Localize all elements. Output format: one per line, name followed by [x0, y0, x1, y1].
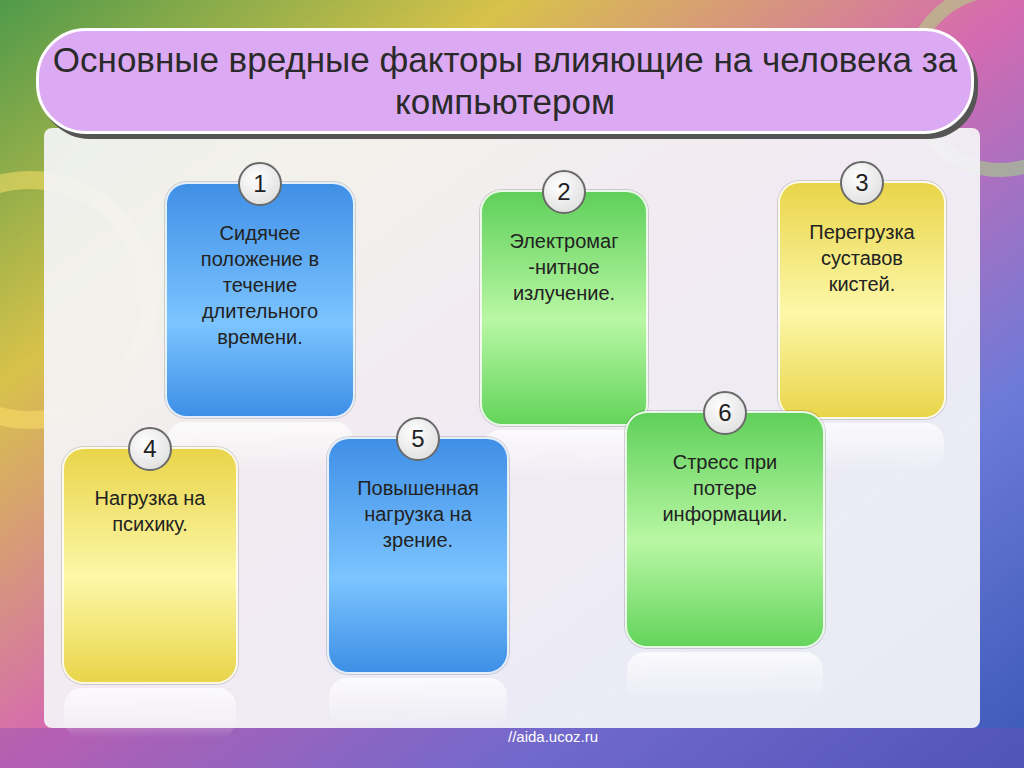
box-reflection — [329, 678, 507, 728]
callout-number: 3 — [840, 161, 884, 205]
callout-number: 2 — [542, 170, 586, 214]
factor-box: 6Стресс при потере информации. — [625, 411, 825, 648]
title-banner: Основные вредные факторы влияющие на чел… — [36, 28, 974, 134]
factor-box: 5Повышенная нагрузка на зрение. — [327, 437, 509, 674]
callout-number: 5 — [396, 417, 440, 461]
factor-text: Нагрузка на психику. — [64, 449, 236, 549]
factor-text: Повышенная нагрузка на зрение. — [329, 439, 507, 565]
watermark: //aida.ucoz.ru — [508, 728, 598, 745]
factor-box: 3Перегрузка суставов кистей. — [778, 181, 946, 419]
factor-box: 4Нагрузка на психику. — [62, 447, 238, 684]
box-reflection — [64, 688, 236, 738]
factor-box: 2Электромаг -нитное излучение. — [480, 190, 648, 426]
factor-text: Электромаг -нитное излучение. — [482, 192, 646, 318]
factor-text: Сидячее положение в течение длительного … — [167, 184, 353, 362]
factor-box: 1Сидячее положение в течение длительного… — [165, 182, 355, 418]
callout-number: 1 — [238, 162, 282, 206]
callout-number: 4 — [128, 427, 172, 471]
title-text: Основные вредные факторы влияющие на чел… — [39, 39, 971, 123]
factor-text: Перегрузка суставов кистей. — [780, 183, 944, 309]
box-reflection — [627, 652, 823, 702]
factor-text: Стресс при потере информации. — [627, 413, 823, 539]
callout-number: 6 — [703, 391, 747, 435]
content-panel — [44, 128, 980, 728]
